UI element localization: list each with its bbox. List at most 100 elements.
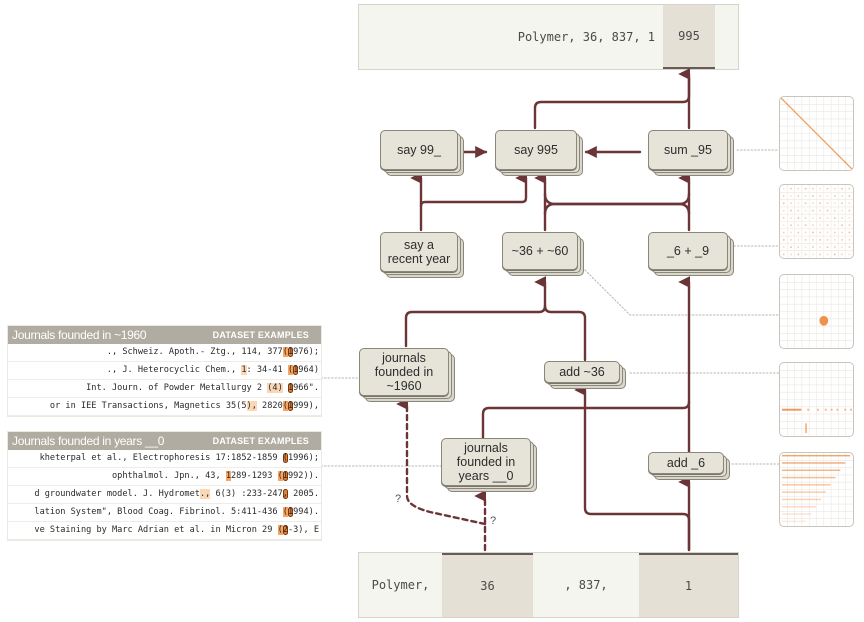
dot-mark <box>804 187 807 190</box>
input-token-strip: Polymer, 36 , 837, 1 <box>358 552 739 618</box>
dot-mark <box>834 239 836 241</box>
node-label: journals founded in ~1960 <box>359 348 449 396</box>
dataset-example-row[interactable]: ., J. Heterocyclic Chem., 1: 34-41 (1964… <box>8 362 321 380</box>
output-prediction-token[interactable]: 995 <box>663 5 715 69</box>
dot-mark <box>790 187 792 190</box>
dot-mark <box>841 246 843 248</box>
dot-mark <box>790 224 792 226</box>
dot-mark <box>841 231 843 234</box>
dot-mark <box>797 239 800 241</box>
dot-mark <box>812 202 814 205</box>
dot-mark <box>848 246 851 248</box>
node-sum-95[interactable]: sum _95 <box>648 130 734 176</box>
dot-mark <box>797 202 800 205</box>
node-label: journals founded in years __0 <box>441 438 531 486</box>
activation-highlight: 2 <box>282 525 288 535</box>
dot-mark <box>816 408 819 411</box>
dot-mark <box>812 246 814 248</box>
dot-mark <box>841 195 843 197</box>
input-token-3[interactable]: 1 <box>639 553 738 617</box>
activation-highlight: 1 <box>287 507 294 517</box>
panel-header: Journals founded in ~1960 DATASET EXAMPL… <box>8 326 321 344</box>
panel-tag: DATASET EXAMPLES <box>212 436 309 446</box>
sum-95-operand-plot <box>780 97 853 170</box>
output-token-strip: Polymer, 36, 837, 1 995 <box>358 4 739 70</box>
example-text: 994). <box>293 507 319 517</box>
dataset-example-row[interactable]: ophthalmol. Jpn., 43, 1289-1293 (1992)). <box>8 468 321 486</box>
thumbnail-sum-6-9[interactable] <box>779 184 854 259</box>
stripe-mark <box>781 469 841 472</box>
input-token-2[interactable]: , 837, <box>564 578 608 592</box>
dot-mark <box>797 246 800 248</box>
dataset-example-row[interactable]: d groundwater model. J. Hydromet., 6(3) … <box>8 486 321 504</box>
dataset-panel-journals-years-0: Journals founded in years __0 DATASET EX… <box>8 432 321 540</box>
dot-mark <box>804 231 807 234</box>
thumbnail-add-36[interactable] <box>779 362 854 437</box>
dot-mark <box>782 239 785 241</box>
dot-mark <box>841 209 843 212</box>
dot-mark <box>841 239 843 241</box>
dot-mark <box>819 202 821 205</box>
dot-mark <box>797 187 800 190</box>
dot-mark <box>834 217 836 219</box>
activation-highlight: ), <box>246 401 257 411</box>
dot-mark <box>826 239 829 241</box>
node-say-recent-year[interactable]: say a recent year <box>380 232 464 278</box>
dot-mark <box>819 217 821 219</box>
dot-mark <box>848 195 851 197</box>
node-say-99[interactable]: say 99_ <box>380 130 464 176</box>
thumbnail-sum-95[interactable] <box>779 96 854 171</box>
node-journals-1960[interactable]: journals founded in ~1960 <box>359 348 455 402</box>
dot-mark <box>826 253 829 256</box>
node-sum-6-9[interactable]: _6 + _9 <box>648 232 734 276</box>
example-text: lation System", Blood Coag. Fibrinol. 5:… <box>34 507 283 517</box>
node-add-6[interactable]: add _6 <box>648 452 730 480</box>
node-journals-years-0[interactable]: journals founded in years __0 <box>441 438 537 492</box>
dot-mark <box>812 231 814 234</box>
wire-sum69-to-say995 <box>543 192 691 216</box>
dot-mark <box>834 202 836 205</box>
thumbnail-grid <box>780 275 853 348</box>
dot-mark <box>790 246 792 248</box>
activation-highlight: ( <box>282 401 288 411</box>
wire-uncertain-input-to-journals1960 <box>396 398 487 526</box>
activation-highlight: ( <box>277 525 283 535</box>
dot-mark <box>812 253 814 256</box>
dot-mark <box>841 217 843 219</box>
diagonal-mark <box>780 97 853 170</box>
dot-mark <box>812 239 814 241</box>
dot-mark <box>790 239 792 241</box>
dot-mark <box>848 231 851 234</box>
dot-mark <box>804 239 807 241</box>
dataset-example-row[interactable]: kheterpal et al., Electrophoresis 17:185… <box>8 450 321 468</box>
node-say-995[interactable]: say 995 <box>495 130 583 176</box>
wire-recentyear-to-say995 <box>419 172 528 208</box>
node-label: sum _95 <box>648 130 728 170</box>
dot-mark <box>782 209 785 212</box>
example-text: ve Staining by Marc Adrian et al. in Mic… <box>34 525 278 535</box>
example-text: 999), <box>293 401 319 411</box>
dot-mark <box>782 187 785 190</box>
node-add-36[interactable]: add ~36 <box>544 361 626 389</box>
dataset-example-row[interactable]: ., Schweiz. Apoth.- Ztg., 114, 377(1976)… <box>8 344 321 362</box>
dot-mark <box>848 224 851 226</box>
example-text: 289-1293 <box>231 471 278 481</box>
dataset-example-row[interactable]: or in IEE Transactions, Magnetics 35(5),… <box>8 398 321 416</box>
dot-mark <box>834 224 836 226</box>
dot-mark <box>807 408 810 411</box>
dot-mark <box>826 231 829 234</box>
dot-mark <box>819 209 821 212</box>
dot-mark <box>841 202 843 205</box>
dot-mark <box>819 239 821 241</box>
dataset-example-row[interactable]: lation System", Blood Coag. Fibrinol. 5:… <box>8 504 321 522</box>
thumbnail-sum-36-60[interactable] <box>779 274 854 349</box>
input-token-1[interactable]: 36 <box>442 553 533 617</box>
input-token-0[interactable]: Polymer, <box>371 578 430 592</box>
dataset-example-row[interactable]: ve Staining by Marc Adrian et al. in Mic… <box>8 522 321 540</box>
thumbnail-add-6[interactable] <box>779 452 854 527</box>
activation-highlight: 1 <box>241 365 247 375</box>
node-sum-36-60[interactable]: ~36 + ~60 <box>502 232 584 276</box>
add-36-operand-plot <box>780 363 853 436</box>
dataset-example-row[interactable]: Int. Journ. of Powder Metallurgy 2 (4) 1… <box>8 380 321 398</box>
dataset-panel-journals-1960: Journals founded in ~1960 DATASET EXAMPL… <box>8 326 321 416</box>
